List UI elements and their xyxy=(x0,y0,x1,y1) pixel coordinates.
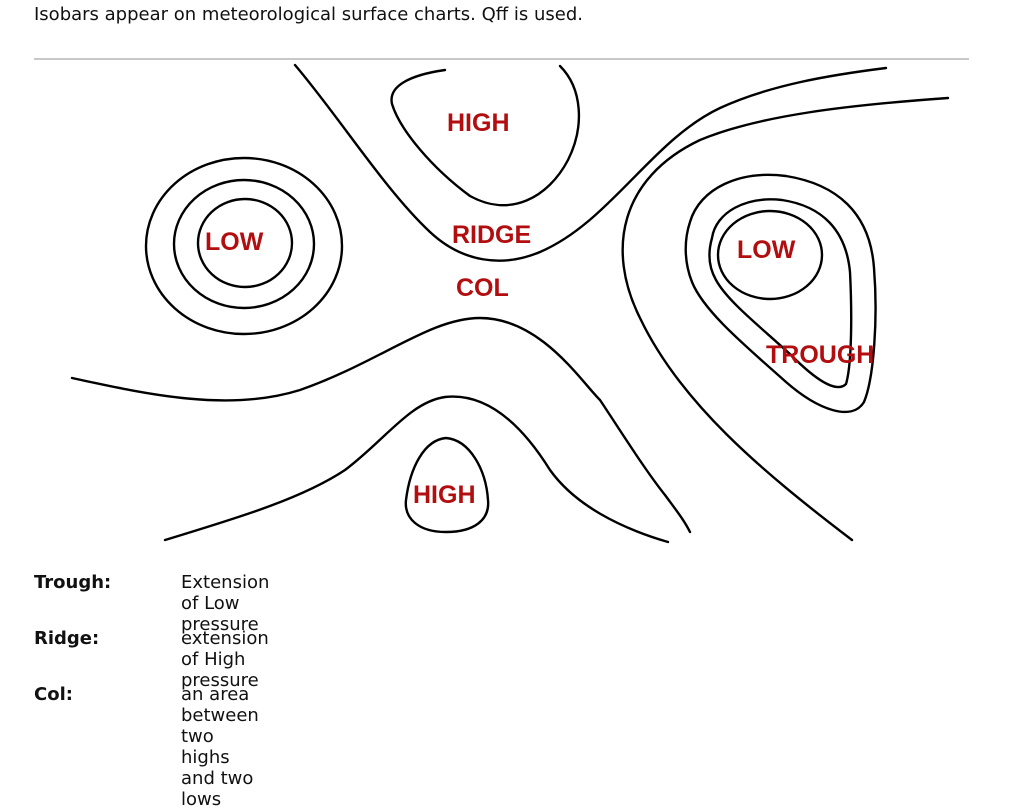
isobar-high-top xyxy=(390,64,581,207)
isobar-low-left-outer xyxy=(144,156,344,336)
definition-term: Col: xyxy=(34,684,73,705)
isobar-low-right xyxy=(716,209,824,301)
isobar-high-bottom xyxy=(404,436,490,534)
label-ridge: RIDGE xyxy=(452,221,531,249)
definition-description: extension of High pressure xyxy=(181,628,269,691)
definition-description: an area between two highs and two lows xyxy=(181,684,259,810)
isobar-col-bottom xyxy=(163,395,670,544)
isobar-low-left-inner xyxy=(196,197,294,289)
isobar-right-outer xyxy=(621,96,950,542)
isobar-trough-outer xyxy=(684,173,877,414)
label-high-bottom: HIGH xyxy=(413,481,476,509)
intro-text: Isobars appear on meteorological surface… xyxy=(34,4,584,25)
isobar-col-lower-left xyxy=(70,316,692,534)
label-col: COL xyxy=(456,274,509,302)
label-low-left: LOW xyxy=(205,228,264,256)
label-trough: TROUGH xyxy=(766,341,874,369)
definition-term: Ridge: xyxy=(34,628,100,649)
label-high-top: HIGH xyxy=(447,109,510,137)
divider xyxy=(34,58,969,60)
definition-description: Extension of Low pressure xyxy=(181,572,270,635)
isobar-diagram: HIGH RIDGE COL LOW LOW TROUGH HIGH xyxy=(70,63,950,544)
definition-term: Trough: xyxy=(34,572,112,593)
isobar-ridge xyxy=(293,63,888,262)
isobar-low-left-middle xyxy=(172,178,316,310)
isobar-trough-inner xyxy=(708,198,853,389)
label-low-right: LOW xyxy=(737,236,796,264)
